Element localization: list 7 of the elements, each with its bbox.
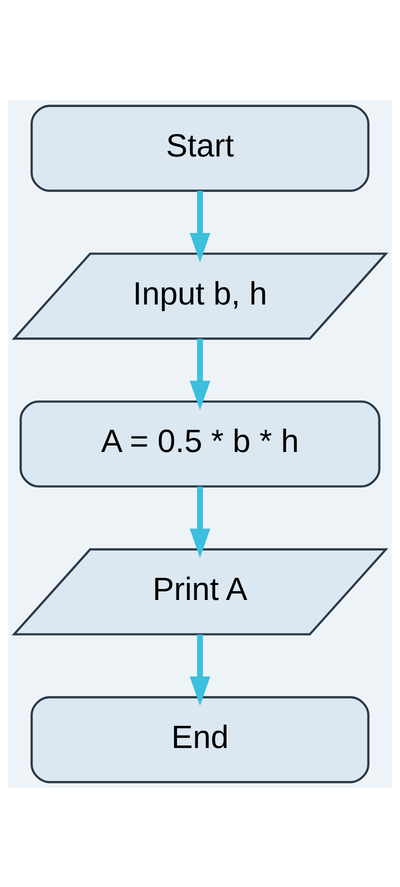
node-box: A = 0.5 * b * h [20, 400, 380, 488]
node-box: End [30, 696, 370, 783]
arrow [190, 486, 210, 558]
arrow [190, 634, 210, 706]
node-box: Start [30, 104, 370, 192]
arrow [190, 190, 210, 262]
arrow [190, 338, 210, 410]
